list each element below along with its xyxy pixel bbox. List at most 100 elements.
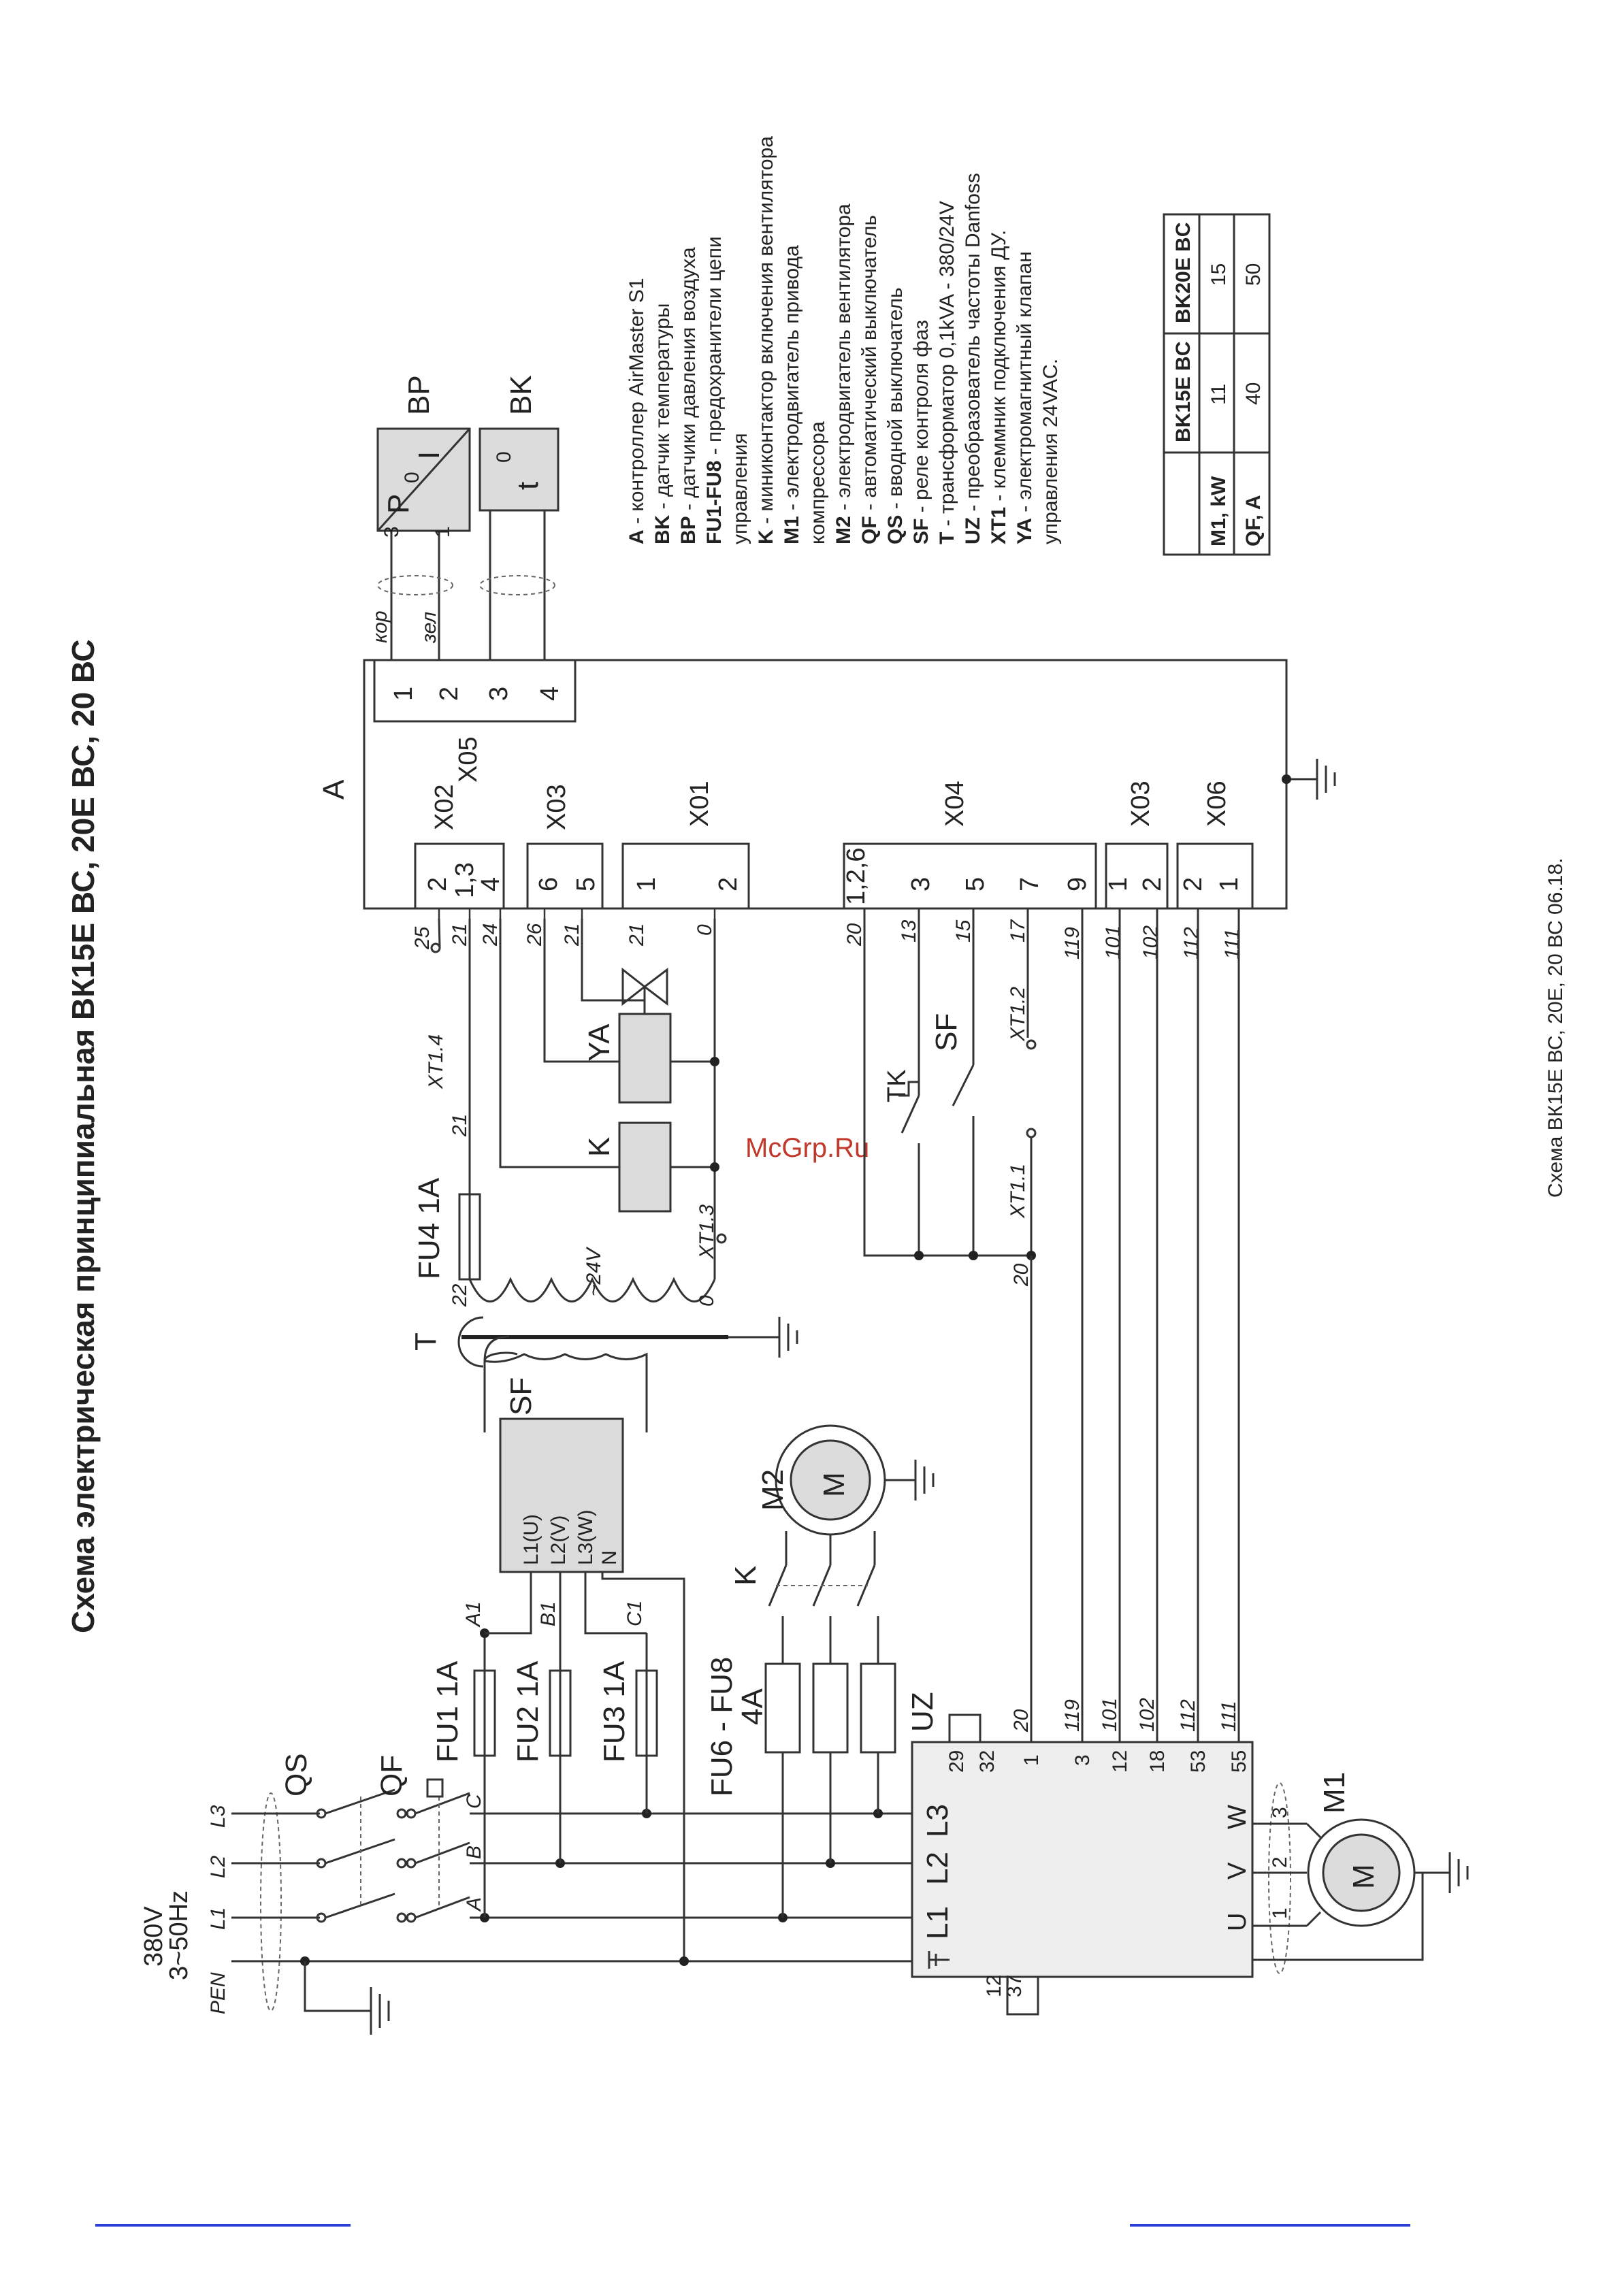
qs-switch xyxy=(316,1788,407,1923)
x03b-block xyxy=(1105,842,1169,910)
m1-core-3: 3 xyxy=(1269,1807,1291,1818)
fu3-label: FU3 1A xyxy=(598,1660,631,1762)
wire-101a: 101 xyxy=(1102,925,1124,960)
coil-k xyxy=(618,1121,672,1213)
legend-line-2: BK - датчик температуры xyxy=(651,304,674,544)
x01-block xyxy=(621,842,750,910)
transformer-t: T ~24V xyxy=(409,1246,798,1432)
legend-line-1: A - контроллер AirMaster S1 xyxy=(626,278,648,544)
wire-112a: 112 xyxy=(1180,927,1203,960)
x04-block xyxy=(843,842,1097,910)
legend-line-13: T - трансформатор 0,1kVA - 380/24V xyxy=(936,201,958,544)
x05-pin-2: 2 xyxy=(435,687,464,701)
x05-pin-4: 4 xyxy=(536,687,564,701)
x02-block xyxy=(414,842,505,910)
wire-0a: 0 xyxy=(696,1295,718,1307)
uz-term-55: 55 xyxy=(1228,1750,1250,1773)
fu6-8-label: FU6 - FU8 xyxy=(705,1657,739,1797)
x04-circuit: TK SF XT1.2 XT1.1 20 xyxy=(863,908,1240,1752)
cable-kor: кор xyxy=(369,610,391,643)
fu6-fuse xyxy=(764,1662,801,1754)
fu6-8-rating: 4A xyxy=(736,1688,769,1725)
legend-line-7: M1 - электродвигатель привода xyxy=(781,245,803,544)
sf-label: SF xyxy=(504,1377,538,1415)
uz-in-l3: L3 xyxy=(921,1804,954,1837)
uz-label: UZ xyxy=(906,1692,939,1732)
wire-0b: 0 xyxy=(694,924,716,936)
k-contacts: K xyxy=(729,1564,879,1664)
fu1-3-group: FU1 1A FU2 1A FU3 1A A1 B1 C1 xyxy=(431,1572,689,1966)
uz-out-u: U xyxy=(1223,1913,1252,1931)
x01-label: X01 xyxy=(685,781,714,827)
sf-relay: SF L1(U) L2(V) L3(W) N xyxy=(499,1377,624,1573)
m1-motor: 1 2 3 M M1 xyxy=(1252,1772,1469,1974)
footer-text: Схема ВК15Е ВС, 20Е, 20 ВС 06.18. xyxy=(1544,858,1567,1198)
wire-102b: 102 xyxy=(1136,1698,1158,1732)
spec-header-bk15: BK15E BC xyxy=(1172,342,1195,442)
bp-pin-1: 1 xyxy=(432,526,454,538)
m2-motor-symbol: M xyxy=(817,1472,851,1497)
wire-25: 25 xyxy=(411,926,434,950)
qf-terminal-a: A xyxy=(463,1897,485,1912)
wire-17: 17 xyxy=(1007,919,1029,942)
bp-label: BP xyxy=(402,375,436,415)
uz-inverter: UZ L1 L2 L3 U V W 29 32 1 3 12 18 53 55 … xyxy=(906,1692,1254,2016)
x03b-pin-2: 2 xyxy=(1138,877,1167,891)
wire-101b: 101 xyxy=(1099,1698,1121,1732)
wire-c1: C1 xyxy=(623,1601,646,1626)
pen-ground-lead xyxy=(304,1961,371,2012)
x04-pin-5: 5 xyxy=(961,877,990,891)
wire-20c: 20 xyxy=(1010,1709,1033,1733)
wire-13: 13 xyxy=(898,919,920,942)
wire-24: 24 xyxy=(479,923,502,947)
sf-in-l2: L2(V) xyxy=(547,1515,570,1565)
fu2-fuse xyxy=(549,1669,572,1757)
bp-pin-3: 3 xyxy=(380,526,403,538)
uz-out-w: W xyxy=(1223,1805,1252,1829)
uz-term-29: 29 xyxy=(945,1750,968,1773)
x05-pin-1: 1 xyxy=(389,687,418,701)
spec-row1-label: M1, kW xyxy=(1207,476,1230,546)
supply-l3-label: L3 xyxy=(207,1805,229,1828)
x02-pin-4: 4 xyxy=(476,877,505,891)
x01-pin-1: 1 xyxy=(632,877,661,891)
wire-21c: 21 xyxy=(561,923,583,947)
bp-p-sub: 0 xyxy=(401,472,423,483)
fu7-fuse xyxy=(812,1662,849,1754)
page-title: Схема электрическая принципиальная ВК15Е… xyxy=(65,639,101,1633)
coil-ya-label: YA xyxy=(583,1023,616,1062)
x03a-label: X03 xyxy=(542,784,571,830)
xt1-1-label: XT1.1 xyxy=(1007,1164,1029,1219)
k-contact-label: K xyxy=(729,1566,762,1586)
uz-ground-icon xyxy=(928,1951,950,1969)
t-label: T xyxy=(409,1332,442,1351)
fu4-label: FU4 1A xyxy=(412,1177,446,1279)
wire-a1: A1 xyxy=(462,1601,485,1628)
wire-119a: 119 xyxy=(1061,927,1084,960)
fu1-label: FU1 1A xyxy=(431,1660,464,1762)
supply-cable-sheath xyxy=(260,1792,282,2012)
x02-pin-2: 2 xyxy=(423,877,452,891)
legend-line-3: BP - датчики давления воздуха xyxy=(677,247,700,544)
uz-wire-labels: 20 119 101 102 112 111 xyxy=(1010,1698,1240,1733)
wire-20a: 20 xyxy=(843,923,866,947)
wire-111a: 111 xyxy=(1221,928,1244,960)
spec-table: BK15E BC BK20E BC M1, kW 11 15 QF, A 40 … xyxy=(1163,213,1271,556)
x04-pin-1-2-6: 1,2,6 xyxy=(842,847,871,905)
legend-line-9: M2 - электродвигатель вентилятора xyxy=(832,203,855,544)
supply-pen-label: PEN xyxy=(207,1972,229,2014)
legend-line-16: YA - электромагнитный клапан xyxy=(1013,251,1036,544)
supply-group: 380V 3~50Hz L1 L2 L3 PEN QS xyxy=(140,1753,912,2035)
x02-pin-1-3: 1,3 xyxy=(451,862,479,898)
xt1-4-label: XT1.4 xyxy=(425,1034,447,1089)
x03b-pin-1: 1 xyxy=(1104,877,1133,891)
x03a-block xyxy=(526,842,604,910)
m2-motor: M M2 xyxy=(756,1424,935,1565)
legend-line-4: FU1-FU8 - предохранители цепи xyxy=(703,236,726,544)
coil-k-label: K xyxy=(583,1137,616,1157)
uz-out-v: V xyxy=(1223,1862,1252,1880)
spec-header-bk20: BK20E BC xyxy=(1172,223,1195,323)
m2-label: M2 xyxy=(756,1469,790,1511)
wire-119b: 119 xyxy=(1061,1699,1084,1732)
bk-label: BK xyxy=(504,375,538,415)
